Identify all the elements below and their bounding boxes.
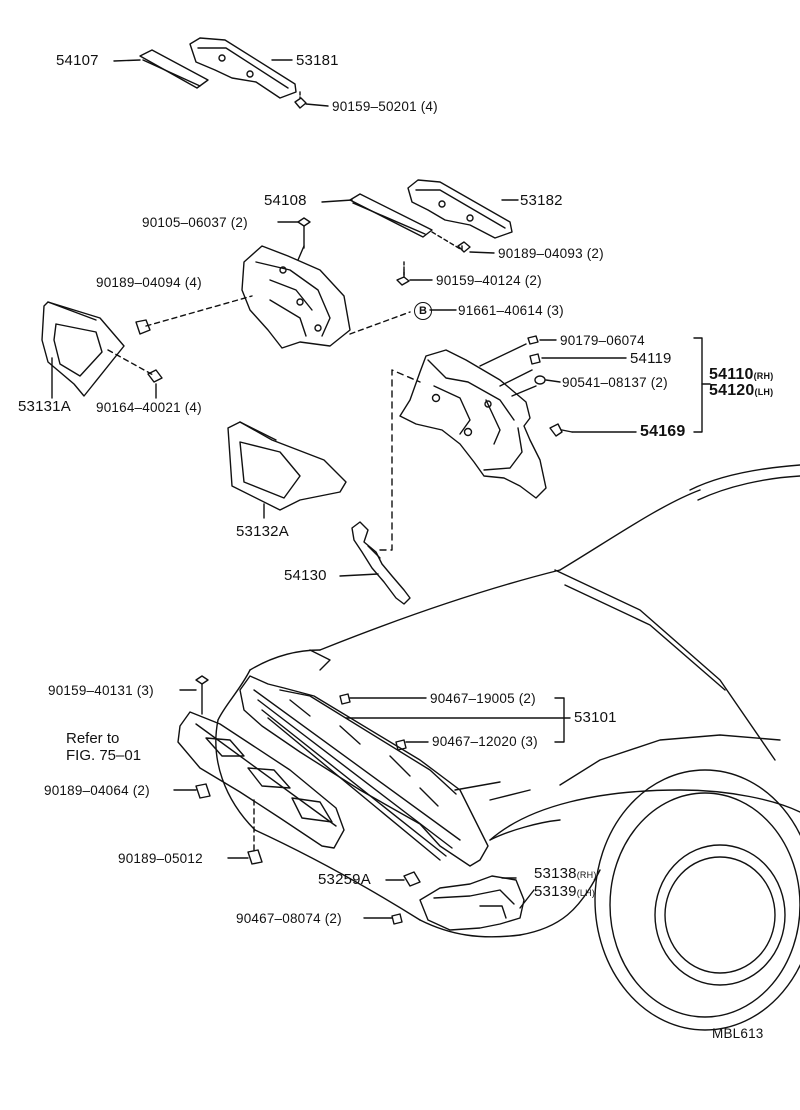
label-91661-40614: 91661–40614 (3) xyxy=(458,303,564,318)
label-53259A: 53259A xyxy=(318,871,371,888)
label-54110-number: 54110 xyxy=(709,366,754,383)
part-54107-shape xyxy=(139,49,209,89)
label-53139-side: (LH) xyxy=(576,888,596,898)
refer-line-1: Refer to xyxy=(66,730,120,747)
bolt-50201-shape xyxy=(294,91,307,109)
label-54169: 54169 xyxy=(640,423,686,440)
part-53101-shape xyxy=(239,675,489,867)
label-53139: 53139(LH) xyxy=(534,884,595,901)
lower-grille-shape xyxy=(177,711,345,849)
label-54108: 54108 xyxy=(264,192,307,209)
leader-08137 xyxy=(545,379,561,383)
label-90467-19005: 90467–19005 (2) xyxy=(430,691,536,706)
label-90467-12020: 90467–12020 (3) xyxy=(432,734,538,749)
label-53138: 53138(RH) xyxy=(534,866,597,883)
dash-53182 xyxy=(431,231,463,251)
part-53131A-shape xyxy=(41,301,125,397)
label-54120-number: 54120 xyxy=(709,382,755,399)
refer-line-2: FIG. 75–01 xyxy=(66,747,142,764)
nut-04094-shape xyxy=(135,319,151,335)
part-53259A-shape xyxy=(403,871,421,887)
radiator-support-bracket xyxy=(241,245,351,349)
dash-04094 xyxy=(145,295,253,327)
label-90159-40124: 90159–40124 (2) xyxy=(436,273,542,288)
label-54119: 54119 xyxy=(630,350,672,367)
diagram-code: MBL613 xyxy=(712,1026,764,1041)
bolt-40124-shape xyxy=(396,269,410,286)
label-90164-40021: 90164–40021 (4) xyxy=(96,400,202,415)
leader-54107 xyxy=(113,59,141,62)
label-90159-50201: 90159–50201 (4) xyxy=(332,99,438,114)
washer-08137-shape xyxy=(534,375,546,385)
leader-53139 xyxy=(519,889,535,909)
label-54120: 54120(LH) xyxy=(709,383,773,400)
car-body-outline xyxy=(215,464,800,938)
bracket-53101 xyxy=(554,697,565,743)
label-90189-05012: 90189–05012 xyxy=(118,851,203,866)
label-90105-06037: 90105–06037 (2) xyxy=(142,215,248,230)
bolt-04093-shape xyxy=(457,241,471,253)
label-90189-04093: 90189–04093 (2) xyxy=(498,246,604,261)
label-54110-side: (RH) xyxy=(753,371,774,381)
leader-54130 xyxy=(339,573,379,577)
nut-06074-shape xyxy=(527,335,539,345)
nut-05012-shape xyxy=(247,849,263,865)
bolt-40021-shape xyxy=(147,369,163,383)
label-53101: 53101 xyxy=(574,709,617,726)
label-53139-number: 53139 xyxy=(534,883,577,900)
label-90189-04064: 90189–04064 (2) xyxy=(44,783,150,798)
marker-b: B xyxy=(414,302,432,320)
leader-06074-b xyxy=(479,343,527,367)
leader-54119-b xyxy=(499,369,533,387)
leader-54108 xyxy=(321,199,353,203)
dash-40021 xyxy=(107,349,156,377)
label-54130: 54130 xyxy=(284,567,327,584)
clip-19005-shape xyxy=(339,693,351,705)
label-54110: 54110(RH) xyxy=(709,367,773,384)
label-54120-side: (LH) xyxy=(754,387,774,397)
clip-08074-shape xyxy=(391,913,403,925)
label-90189-04094: 90189–04094 (4) xyxy=(96,275,202,290)
leader-04093 xyxy=(469,251,495,254)
label-53182: 53182 xyxy=(520,192,563,209)
pin-54119-shape xyxy=(529,353,541,365)
part-53138-shape xyxy=(419,875,525,931)
dash-40614 xyxy=(349,311,411,335)
bolt-06037-shape xyxy=(297,217,311,249)
label-53138-number: 53138 xyxy=(534,865,577,882)
leader-08137-b xyxy=(511,385,537,397)
clip-12020-shape xyxy=(395,739,407,751)
bracket-54110 xyxy=(693,337,703,433)
part-53181-shape xyxy=(189,37,297,99)
label-90159-40131: 90159–40131 (3) xyxy=(48,683,154,698)
part-53182-shape xyxy=(407,179,513,239)
part-54108-shape xyxy=(349,193,433,238)
bolt-40131-shape xyxy=(195,675,209,715)
part-53132A-shape xyxy=(227,421,347,511)
part-54110-shape xyxy=(399,349,547,499)
bolt-54169-shape xyxy=(549,423,573,437)
clip-04064-shape xyxy=(195,783,211,799)
label-90541-08137: 90541–08137 (2) xyxy=(562,375,668,390)
front-tire xyxy=(594,769,800,1031)
label-53131A: 53131A xyxy=(18,398,71,415)
part-54130-shape xyxy=(351,521,411,605)
label-54107: 54107 xyxy=(56,52,99,69)
label-53138-side: (RH) xyxy=(576,870,597,880)
leader-50201 xyxy=(305,103,329,107)
dash-54130 xyxy=(379,369,421,551)
label-90467-08074: 90467–08074 (2) xyxy=(236,911,342,926)
label-53181: 53181 xyxy=(296,52,339,69)
label-90179-06074: 90179–06074 xyxy=(560,333,645,348)
refer-note: Refer to FIG. 75–01 xyxy=(66,730,141,764)
label-53132A: 53132A xyxy=(236,523,289,540)
